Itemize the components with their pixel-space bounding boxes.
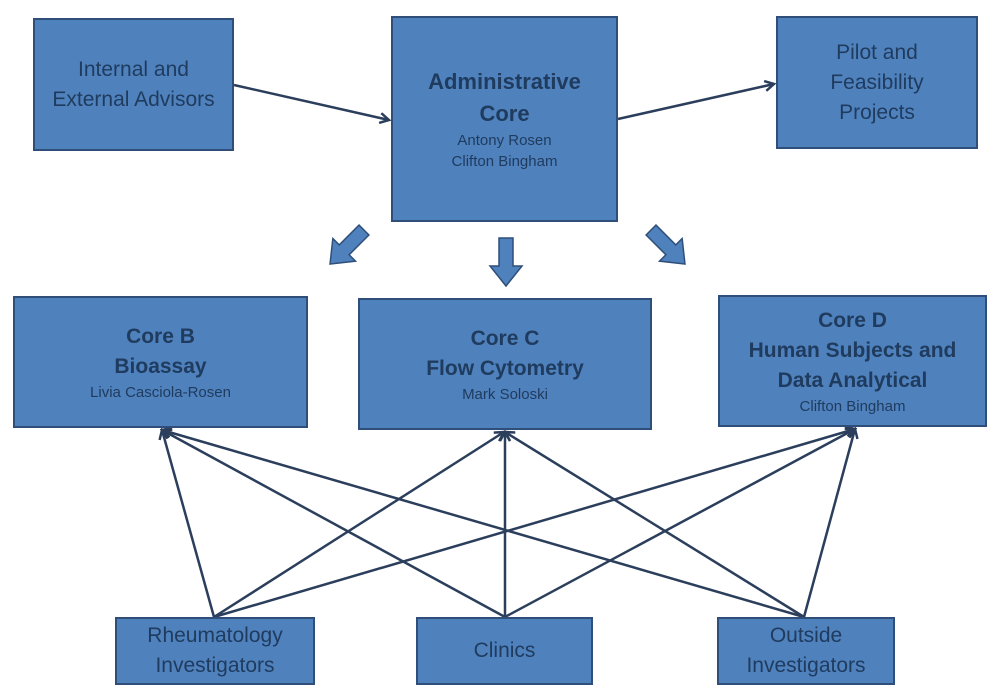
node-core-b: Core B Bioassay Livia Casciola-Rosen [13,296,308,428]
admin-person-1: Antony Rosen [457,132,552,149]
core-c-title-line-1: Core C [470,326,540,350]
core-d-title-line-1: Core D [818,308,887,332]
core-b-title-line-2: Bioassay [114,354,207,378]
core-c-person-1: Mark Soloski [462,385,548,403]
edge-admin-to-pilot [617,84,774,121]
node-core-c: Core C Flow Cytometry Mark Soloski [358,298,652,430]
node-clinics: Clinics [416,617,593,685]
outside-line-2: Investigators [746,654,866,677]
node-administrative-core: Administrative Core Antony Rosen Clifton… [391,16,618,222]
core-b-person-1: Livia Casciola-Rosen [90,383,231,401]
pilot-line-2: Feasibility [830,70,924,94]
edge-rheum-to-core-d [213,429,855,619]
edge-rheum-to-core-b [162,430,216,618]
block-arrow-admin-to-core-d [645,224,686,265]
core-d-title-line-2: Human Subjects and [748,338,957,362]
edge-outside-to-core-d [802,429,855,618]
admin-person-2: Clifton Bingham [451,153,558,170]
edge-rheum-to-core-c [213,432,504,619]
node-rheumatology-investigators: Rheumatology Investigators [115,617,315,685]
clinics-line-1: Clinics [473,639,536,662]
advisors-line-1: Internal and [78,57,189,81]
block-arrow-admin-to-core-c [488,237,524,288]
block-arrow-admin-to-core-b [329,224,370,265]
advisors-line-2: External Advisors [52,87,215,111]
outside-line-1: Outside [769,624,843,647]
node-internal-external-advisors: Internal and External Advisors [33,18,234,151]
rheum-line-2: Investigators [155,654,275,677]
edge-outside-to-core-b [162,430,805,619]
edge-outside-to-core-c [505,432,805,619]
edge-clinics-to-core-d [504,429,855,619]
edge-clinics-to-core-b [162,430,506,619]
pilot-line-1: Pilot and [836,40,918,64]
core-d-person-1: Clifton Bingham [799,397,906,415]
core-d-title-line-3: Data Analytical [777,368,928,392]
core-b-title-line-1: Core B [126,324,195,348]
node-outside-investigators: Outside Investigators [717,617,895,685]
node-pilot-feasibility-projects: Pilot and Feasibility Projects [776,16,978,149]
core-c-title-line-2: Flow Cytometry [426,356,584,380]
node-core-d: Core D Human Subjects and Data Analytica… [718,295,987,427]
pilot-line-3: Projects [839,100,915,124]
edge-advisors-to-admin [233,83,389,120]
admin-title-line-2: Core [479,101,530,126]
rheum-line-1: Rheumatology [147,624,283,647]
admin-title-line-1: Administrative [428,69,581,94]
